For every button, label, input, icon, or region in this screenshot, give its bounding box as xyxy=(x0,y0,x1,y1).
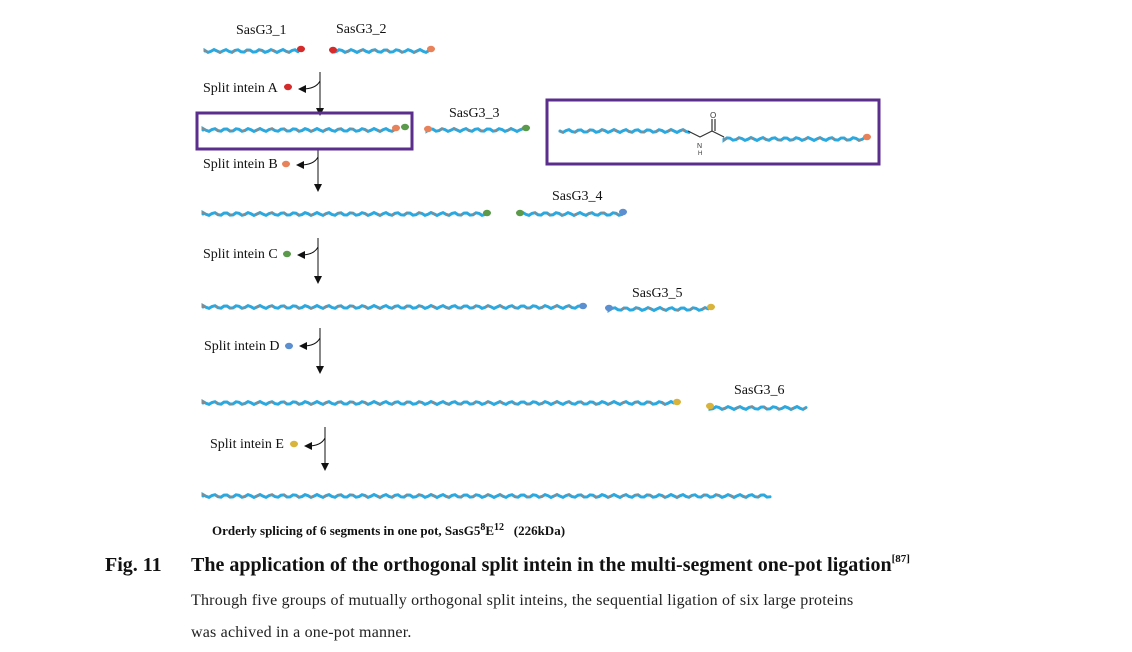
reaction-arrow-a xyxy=(298,72,324,116)
chain-sasg3-3 xyxy=(425,126,525,134)
intein-label-e: Split intein E xyxy=(210,437,284,452)
tag-green-4 xyxy=(516,209,524,217)
segment-label-4: SasG3_4 xyxy=(552,189,603,204)
chain-step2-product xyxy=(201,210,487,218)
product-label: Orderly splicing of 6 segments in one po… xyxy=(212,520,565,539)
tag-boxed-end xyxy=(863,133,871,141)
product-size: (226kDa) xyxy=(513,523,566,538)
segment-label-1: SasG3_1 xyxy=(236,23,287,38)
amide-bond-structure xyxy=(687,119,725,138)
tag-yellow-6 xyxy=(706,402,714,410)
product-sup2: 12 xyxy=(494,522,504,533)
tag-yellow-row5 xyxy=(673,398,681,406)
chain-sasg3-4 xyxy=(518,210,624,218)
reaction-arrow-c xyxy=(297,238,322,284)
caption-line-1: Through five groups of mutually orthogon… xyxy=(191,592,854,609)
amide-o-label: O xyxy=(710,111,716,120)
caption-line-2: was achived in a one-pot manner. xyxy=(191,624,412,641)
tag-red-2 xyxy=(329,46,337,54)
intein-d-icon xyxy=(285,342,293,350)
product-sup1: 8 xyxy=(480,522,486,533)
chain-step4-product xyxy=(201,399,676,407)
intein-label-b: Split intein B xyxy=(203,157,278,172)
reaction-arrow-d xyxy=(299,328,324,374)
segment-label-3: SasG3_3 xyxy=(449,106,500,121)
chain-sasg3-6 xyxy=(708,404,808,412)
tag-blue-4 xyxy=(619,208,627,216)
intein-b-icon xyxy=(282,160,290,168)
caption-reference: [87] xyxy=(891,553,910,565)
segment-label-5: SasG3_5 xyxy=(632,286,683,301)
tag-orange-2 xyxy=(427,45,435,53)
tag-red-1 xyxy=(297,45,305,53)
intein-e-icon xyxy=(290,440,298,448)
figure-number: Fig. 11 xyxy=(105,554,162,576)
chain-boxed-right xyxy=(722,135,867,143)
tag-orange-3 xyxy=(424,125,432,133)
tag-yellow-5 xyxy=(707,303,715,311)
tag-blue-5 xyxy=(605,304,613,312)
highlight-box-left xyxy=(195,111,414,151)
chain-sasg3-5 xyxy=(607,305,710,314)
chain-final-product xyxy=(201,492,772,500)
amide-h-label: H xyxy=(698,151,702,157)
reaction-arrow-b xyxy=(296,150,322,192)
segment-label-6: SasG3_6 xyxy=(734,383,785,398)
highlight-box-right xyxy=(545,98,881,166)
chain-step3-product xyxy=(201,303,583,311)
chain-boxed-left xyxy=(558,127,691,135)
caption-title: Fig. 11 The application of the orthogonal… xyxy=(105,553,910,577)
product-text: Orderly splicing of 6 segments in one po… xyxy=(212,523,481,538)
tag-orange-row2 xyxy=(392,124,400,132)
reaction-arrow-e xyxy=(304,427,329,471)
ligation-diagram: O N H xyxy=(195,45,881,500)
tag-green-row3 xyxy=(483,209,491,217)
product-mid: E xyxy=(485,523,494,538)
amide-nh-label: N xyxy=(697,143,702,150)
intein-label-c: Split intein C xyxy=(203,247,278,262)
intein-c-icon xyxy=(283,250,291,258)
chain-sasg3-2 xyxy=(331,47,431,55)
chain-sasg3-1 xyxy=(203,47,300,55)
intein-label-a: Split intein A xyxy=(203,81,278,96)
tag-green-row2 xyxy=(401,123,409,131)
tag-blue-row4 xyxy=(579,302,587,310)
caption-title-text: The application of the orthogonal split … xyxy=(191,554,892,576)
segment-label-2: SasG3_2 xyxy=(336,22,387,37)
chain-step1-product xyxy=(201,126,397,134)
intein-a-icon xyxy=(284,83,292,91)
tag-green-3 xyxy=(522,124,530,132)
intein-label-d: Split intein D xyxy=(204,339,280,354)
